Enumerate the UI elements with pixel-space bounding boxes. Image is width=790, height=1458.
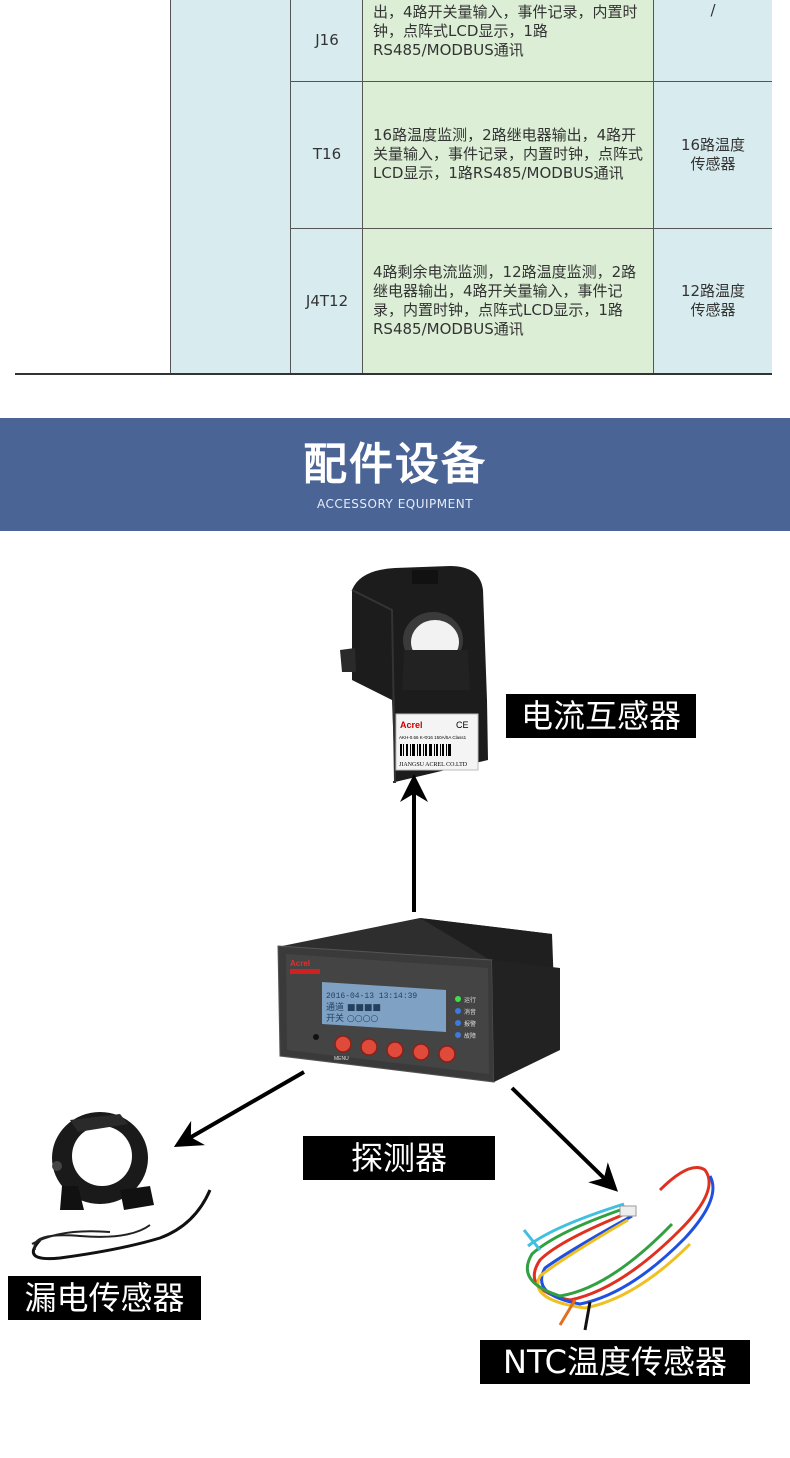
arrow-to-leakage-sensor (173, 1070, 305, 1147)
section-subtitle: ACCESSORY EQUIPMENT (316, 497, 474, 511)
ct-maker-text: JIANGSU ACREL CO.LTD (399, 762, 468, 768)
table-row-model: T16 (312, 145, 342, 163)
label-leakage-sensor: 漏电传感器 (8, 1276, 201, 1320)
lcd-line-1: 2016-04-13 13:14:39 (326, 992, 417, 1001)
sensor-column (654, 0, 772, 374)
lcd-line-2: 通道 ■■■■ (326, 1001, 381, 1013)
table-row-model: J16 (315, 31, 339, 49)
section-title: 配件设备 (303, 439, 487, 490)
ct-ce-mark: CE (456, 720, 469, 730)
table-row-description: 16路温度监测，2路继电器输出，4路开关量输入，事件记录，内置时钟，点阵式LCD… (373, 126, 644, 182)
ntc-sensor-image (522, 1166, 715, 1331)
description-column (363, 0, 654, 374)
section-banner (0, 418, 790, 531)
table-row-sensor: 12路温度传感器 (680, 282, 746, 319)
led-label: 运行 (464, 996, 476, 1004)
current-transformer-image: Acrel CE AKH-0.66 K-Φ16 150A/5A Class1 J… (340, 566, 488, 783)
label-detector: 探测器 (303, 1136, 495, 1180)
led-label: 故障 (464, 1032, 476, 1040)
table-blank-column (170, 0, 291, 374)
device-brand: Acrel (290, 959, 310, 968)
label-ntc-sensor: NTC温度传感器 (480, 1340, 750, 1384)
model-column (291, 0, 363, 374)
leakage-sensor-image (31, 1112, 212, 1261)
ct-model-text: AKH-0.66 K-Φ16 150A/5A Class1 (399, 735, 467, 740)
table-row-sensor: / (710, 0, 716, 19)
spec-table: J16 出，4路开关量输入，事件记录，内置时钟，点阵式LCD显示，1路RS485… (0, 0, 790, 376)
row-divider (291, 228, 772, 229)
table-row-sensor: 16路温度传感器 (680, 135, 746, 173)
row-divider (291, 81, 772, 82)
led-label: 消音 (464, 1008, 476, 1016)
lcd-line-3: 开关 ○○○○ (326, 1012, 378, 1024)
table-row-description: 出，4路开关量输入，事件记录，内置时钟，点阵式LCD显示，1路RS485/MOD… (373, 2, 638, 59)
table-row-model: J4T12 (305, 291, 349, 310)
led-label: 报警 (464, 1020, 476, 1028)
detector-device-image: Acrel 2016-04-13 13:14:39 通道 ■■■■ 开关 ○○○… (277, 918, 560, 1083)
ct-brand: Acrel (400, 720, 423, 730)
table-bottom-rule (15, 373, 772, 375)
menu-button-label: MENU (334, 1056, 349, 1062)
arrow-to-ntc-sensor (510, 1086, 619, 1192)
ct-barcode (400, 744, 451, 756)
label-current-transformer: 电流互感器 (506, 694, 696, 738)
table-row-description: 4路剩余电流监测，12路温度监测，2路继电器输出，4路开关量输入，事件记录，内置… (373, 263, 637, 338)
